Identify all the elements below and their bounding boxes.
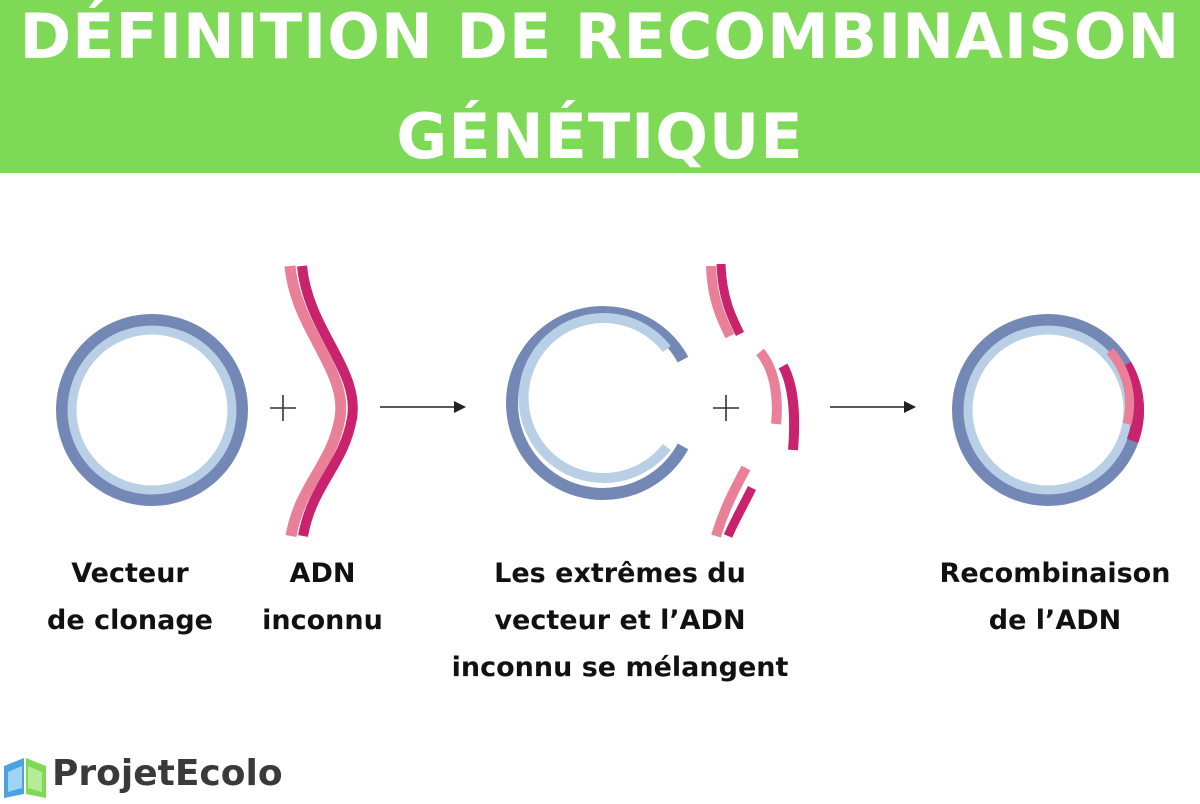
title-banner: DÉFINITION DE RECOMBINAISON GÉNÉTIQUE [0,0,1200,173]
caption-line: de clonage [47,605,213,636]
dna-fragment-top [706,263,745,339]
caption-mixing: Les extrêmes du vecteur et l’ADN inconnu… [445,550,795,691]
caption-line: ADN [289,558,356,589]
open-vector-plasmid [506,306,689,500]
logo-text: ProjetEcolo [52,753,283,794]
caption-line: inconnu [262,605,383,636]
caption-unknown-dna: ADN inconnu [250,550,395,644]
page-title-line-1: DÉFINITION DE RECOMBINAISON [19,0,1181,73]
plus-sign [270,395,296,421]
plus-sign [713,395,739,421]
caption-result: Recombinaison de l’ADN [925,550,1185,644]
unknown-dna-strand [284,265,358,538]
arrow-1 [380,401,466,413]
caption-line: vecteur et l’ADN [494,605,746,636]
dna-fragment-bottom [711,465,757,538]
caption-line: inconnu se mélangent [451,652,789,683]
cloning-vector-plasmid [56,314,248,506]
leaf-book-icon [4,758,46,798]
caption-line: Vecteur [71,558,189,589]
arrow-2 [830,401,916,413]
caption-line: de l’ADN [988,605,1122,636]
caption-line: Recombinaison [939,558,1171,589]
recombinant-plasmid [952,314,1145,506]
caption-vector: Vecteur de clonage [40,550,220,644]
caption-line: Les extrêmes du [494,558,746,589]
page-title-line-2: GÉNÉTIQUE [396,100,804,173]
recombination-diagram [56,263,1145,538]
projetecolo-logo: ProjetEcolo [0,752,320,800]
dna-fragment-middle [756,348,800,451]
